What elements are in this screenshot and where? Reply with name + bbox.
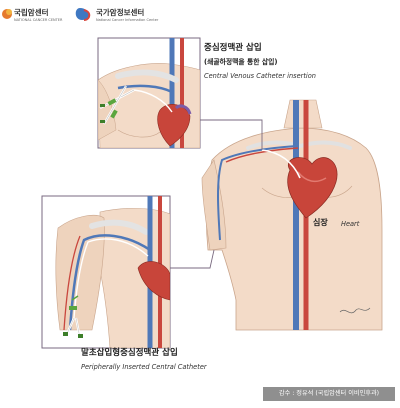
ncc-logo-icon [2, 9, 12, 19]
callout-connectors [170, 119, 263, 269]
picc-inset [41, 195, 171, 349]
cvc-english-label: Central Venous Catheter insertion [204, 72, 316, 80]
ncc-logo-name: 국립암센터 [14, 8, 49, 17]
heart-label-korean: 심장 [313, 218, 328, 227]
cvc-inset [97, 37, 201, 149]
main-torso-figure [201, 99, 383, 331]
cic-logo-name: 국가암정보센터 [96, 8, 145, 17]
cvc-subtitle: (쇄골하정맥을 통한 삽입) [204, 58, 278, 66]
picc-title: 말초삽입형중심정맥관 삽입 [81, 348, 178, 358]
cvc-title: 중심정맥관 삽입 [204, 43, 262, 53]
credit-banner: 감수 : 정유석 (국립암센터 이비인후과) [263, 387, 395, 401]
cic-logo-icon [75, 8, 91, 21]
ncc-logo-subtitle: NATIONAL CANCER CENTER [14, 18, 63, 22]
picc-english-label: Peripherally Inserted Central Catheter [81, 363, 207, 371]
heart-label-english: Heart [341, 220, 360, 228]
cic-logo-subtitle: National Cancer Information Center [96, 18, 159, 22]
